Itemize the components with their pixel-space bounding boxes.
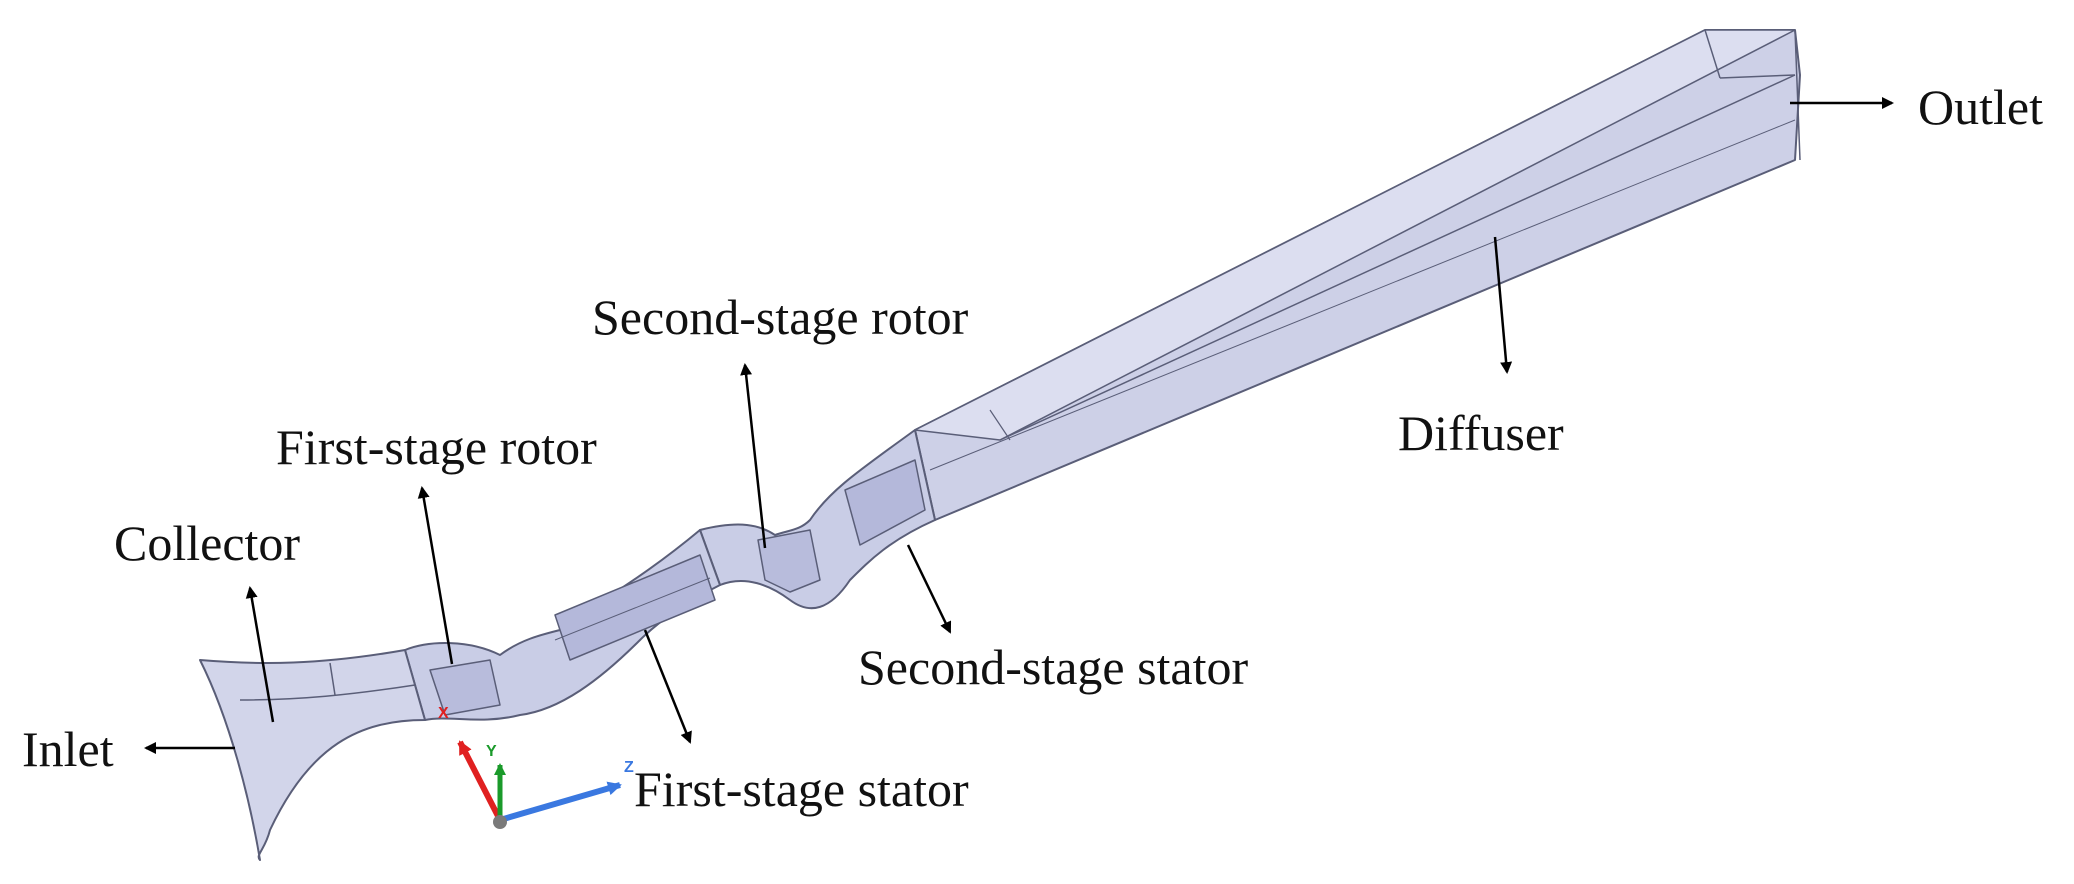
axis-label-z: Z [624,759,634,776]
label-second-stage-stator: Second-stage stator [858,639,1249,695]
second-stage-body [699,429,936,610]
first-stage-stator-arrow [643,629,692,744]
axis-triad: Y Z X [438,705,634,829]
second-stage-rotor-arrow [740,363,767,549]
label-second-stage-rotor: Second-stage rotor [592,289,969,345]
annotation-arrows [144,97,1894,754]
collector-arrow [245,586,275,723]
label-outlet: Outlet [1918,79,2043,135]
axis-label-y: Y [486,743,497,760]
second-stage-stator-arrow [906,544,952,634]
label-first-stage-stator: First-stage stator [634,761,969,817]
label-collector: Collector [114,515,301,571]
first-stage-rotor-arrow [417,486,454,665]
fan-domain-body [199,29,1801,861]
collector-body [199,649,426,861]
diffuser-arrow [1493,236,1513,374]
axis-origin [493,815,507,829]
label-first-stage-rotor: First-stage rotor [276,419,597,475]
diffuser-body [914,29,1801,521]
diffuser-top-face [914,29,1796,441]
first-stage-rotor-box [429,659,501,716]
second-stage-stator-box [844,459,926,546]
label-inlet: Inlet [22,721,114,777]
second-stage-rotor-box [757,529,821,593]
label-diffuser: Diffuser [1398,405,1564,461]
axis-label-x: X [438,705,449,722]
